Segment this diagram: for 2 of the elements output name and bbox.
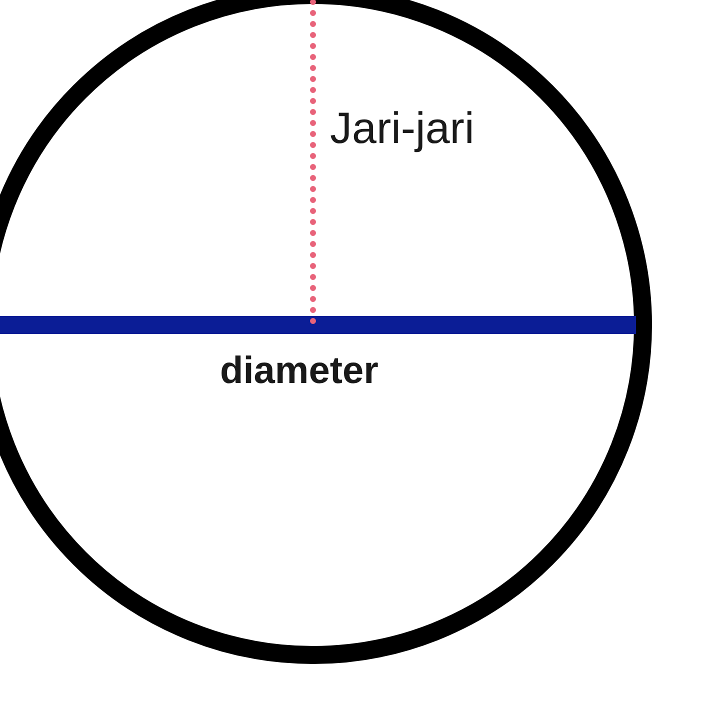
diameter-label: diameter — [220, 352, 378, 390]
radius-label: Jari-jari — [330, 107, 474, 151]
